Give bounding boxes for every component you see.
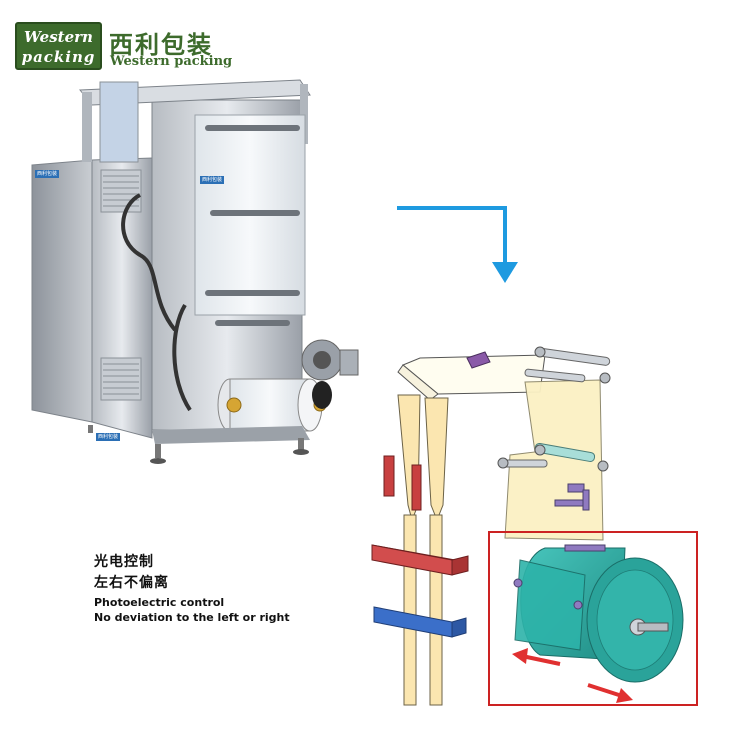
caption-cn-line2: 左右不偏离 xyxy=(94,575,169,591)
direction-arrow xyxy=(397,206,507,265)
brand-logo-badge: Western packing xyxy=(15,22,102,70)
cabinet-vent-lower xyxy=(100,357,142,401)
right-direction-arrow xyxy=(587,683,633,703)
packing-machine xyxy=(31,79,359,464)
logo-english-name: Western packing xyxy=(110,54,233,69)
photoelectric-detail-box xyxy=(488,531,698,706)
caption-en-line2: No deviation to the left or right xyxy=(94,611,290,624)
logo-badge-line1: Western xyxy=(24,28,93,46)
logo-badge-line2: packing xyxy=(21,48,96,66)
film-path-schematic xyxy=(371,346,698,706)
caption-cn-line1: 光电控制 xyxy=(94,554,154,570)
machine-name-plate: 西利包装 xyxy=(200,176,225,184)
machine-name-plate: 西利包装 xyxy=(96,433,121,441)
machine-name-plate: 西利包装 xyxy=(35,170,60,178)
caption-en-line1: Photoelectric control xyxy=(94,596,225,609)
left-direction-arrow xyxy=(512,648,561,666)
cabinet-vent-upper xyxy=(100,169,142,213)
logo-chinese-name: 西利包装 xyxy=(109,31,213,59)
